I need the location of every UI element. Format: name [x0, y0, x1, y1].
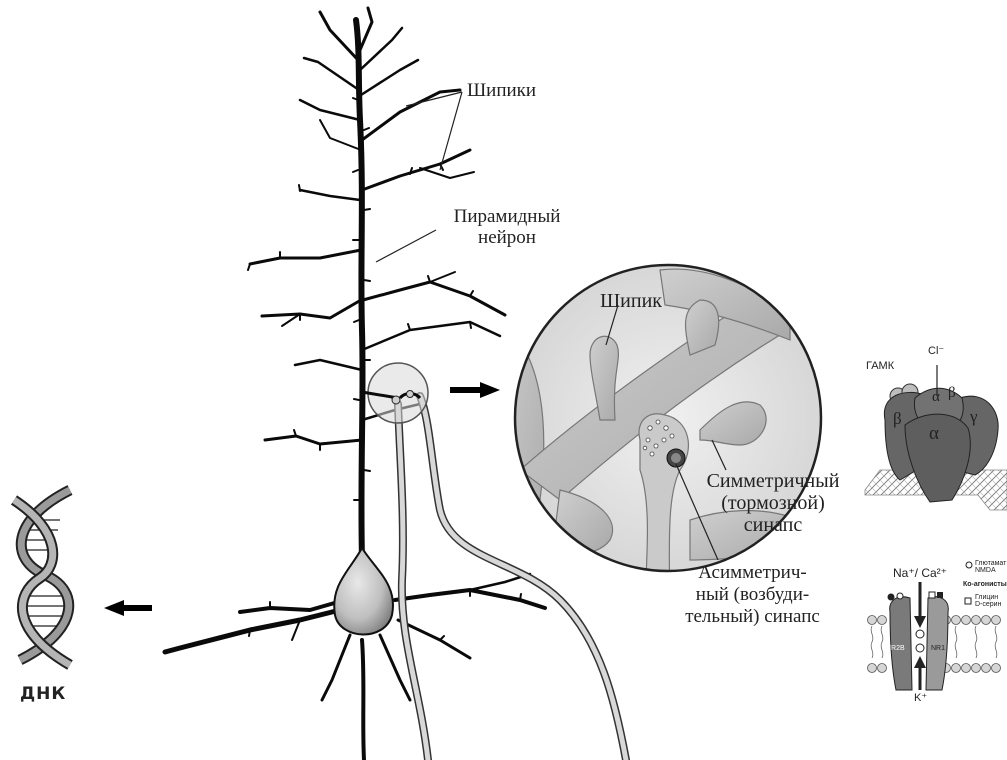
label-pyramidal-neuron-line1: Пирамидный	[432, 206, 582, 227]
nmda-legend-nmda: NMDA	[975, 567, 996, 575]
nmda-legend-dserine: D-серин	[975, 601, 1001, 609]
label-asymmetric-line3: тельный) синапс	[660, 606, 845, 628]
gaba-ligand-label: ГАМК	[866, 360, 894, 372]
label-symmetric-line3: синапс	[692, 514, 854, 536]
nmda-ion-out-label: K⁺	[914, 692, 927, 704]
label-spine: Шипик	[600, 291, 662, 312]
pyramidal-neuron	[165, 8, 545, 760]
right-arrow-icon	[450, 382, 500, 398]
label-symmetric-line2: (тормозной)	[692, 492, 854, 514]
label-dna: ДНК	[20, 684, 66, 705]
nmda-ions-in-label: Na⁺/ Ca²⁺	[893, 567, 947, 580]
nmda-subunit-left: NR2B	[886, 645, 905, 653]
label-pyramidal-neuron-line2: нейрон	[432, 227, 582, 248]
label-symmetric-line1: Симметричный	[692, 470, 854, 492]
label-asymmetric-line1: Асимметрич-	[660, 562, 845, 584]
synapse-zoom-circle	[490, 250, 840, 600]
label-asymmetric-line2: ный (возбуди-	[660, 584, 845, 606]
gaba-subunit-alpha-center: α	[929, 424, 939, 443]
gaba-subunit-beta-left: β	[893, 410, 902, 427]
gaba-subunit-alpha-top: α	[932, 390, 940, 405]
nmda-subunit-right: NR1	[931, 645, 945, 653]
label-spines: Шипики	[467, 80, 536, 101]
label-symmetric-synapse: Симметричный (тормозной) синапс	[692, 470, 854, 536]
nmda-legend-coagonists: Ко-агонисты	[963, 581, 1007, 589]
label-asymmetric-synapse: Асимметрич- ный (возбуди- тельный) синап…	[660, 562, 845, 628]
gaba-subunit-gamma: γ	[970, 408, 978, 425]
gaba-ion-label: Cl⁻	[928, 345, 944, 357]
neuron-soma	[334, 548, 393, 635]
left-arrow-icon	[104, 600, 152, 616]
dna-helix	[14, 490, 70, 665]
label-pyramidal-neuron: Пирамидный нейрон	[432, 206, 582, 248]
gaba-subunit-beta-top: β	[948, 386, 956, 401]
